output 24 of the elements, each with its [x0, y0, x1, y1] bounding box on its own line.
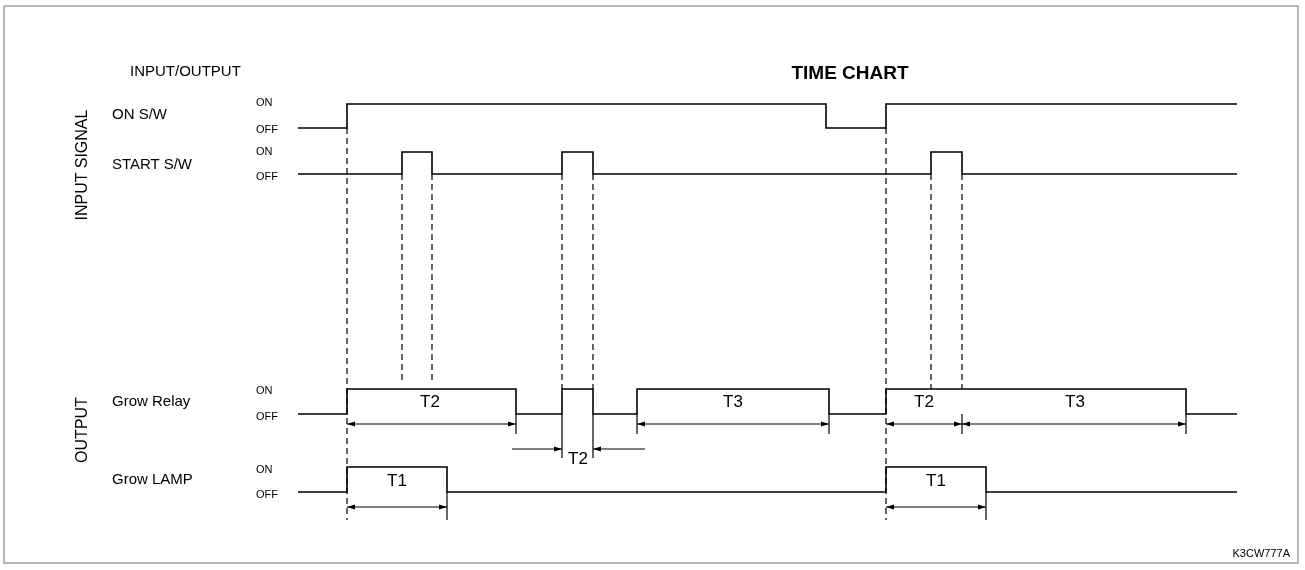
- signal-name: Grow LAMP: [112, 470, 193, 486]
- state-label: ON: [256, 145, 273, 157]
- state-label: OFF: [256, 170, 278, 182]
- state-label: ON: [256, 463, 273, 475]
- signal-name: Grow Relay: [112, 392, 191, 408]
- time-label: T2: [568, 449, 588, 467]
- time-label: T3: [723, 392, 743, 410]
- group-label: OUTPUT: [74, 397, 90, 463]
- time-label: T2: [914, 392, 934, 410]
- state-label: ON: [256, 96, 273, 108]
- time-label: T2: [420, 392, 440, 410]
- signal-name: START S/W: [112, 155, 192, 171]
- group-label: INPUT SIGNAL: [74, 109, 90, 221]
- figure-code: K3CW777A: [1232, 547, 1290, 559]
- state-label: ON: [256, 384, 273, 396]
- state-label: OFF: [256, 410, 278, 422]
- signal-name: ON S/W: [112, 105, 167, 121]
- state-label: OFF: [256, 488, 278, 500]
- time-label: T1: [387, 471, 407, 489]
- column-heading: INPUT/OUTPUT: [130, 62, 241, 78]
- chart-title: TIME CHART: [791, 62, 909, 82]
- time-label: T3: [1065, 392, 1085, 410]
- state-label: OFF: [256, 123, 278, 135]
- time-label: T1: [926, 471, 946, 489]
